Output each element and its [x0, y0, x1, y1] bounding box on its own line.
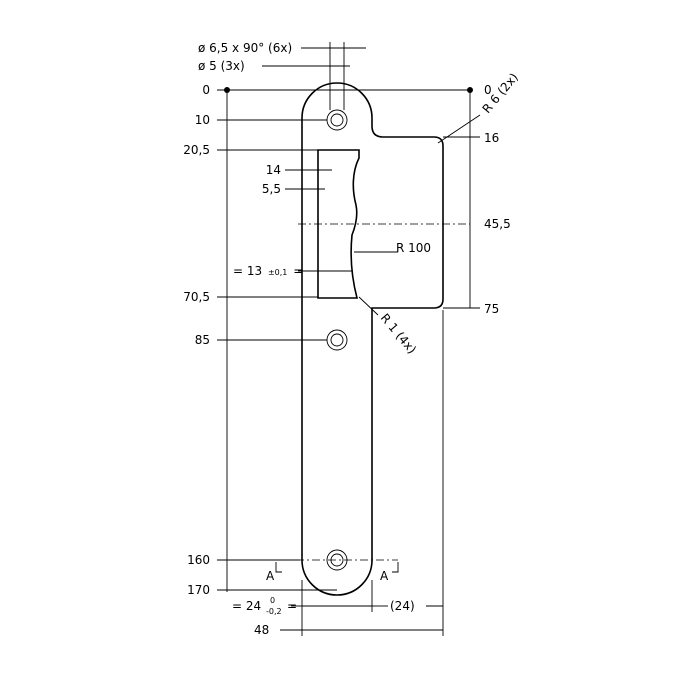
right-dimension-lines: [443, 90, 480, 309]
inner-dimension-lines: [285, 169, 352, 272]
dim-24-tolerance: = 24: [232, 599, 261, 613]
dim-13-tolerance: = 13 ±0,1 =: [233, 264, 303, 278]
left-dimension-lines: [217, 89, 470, 592]
dim-170: 170: [187, 583, 210, 597]
dim-14: 14: [266, 163, 281, 177]
section-mark-left: A: [266, 569, 275, 583]
dim-13-suffix: =: [293, 264, 303, 278]
screw-hole-top: [326, 109, 348, 131]
strike-plate-outline: [301, 82, 444, 596]
countersink-note: ø 6,5 x 90° (6x): [198, 41, 292, 55]
bottom-dimension-lines: [280, 310, 444, 636]
dim-5-5: 5,5: [262, 182, 281, 196]
dim-24-suffix: =: [287, 599, 297, 613]
radius-leaders: [354, 114, 481, 316]
dim-48: 48: [254, 623, 269, 637]
section-mark-right: A: [380, 569, 389, 583]
section-mark-lines: [275, 562, 399, 573]
dim-85: 85: [195, 333, 210, 347]
dim-13-prefix: = 13: [233, 264, 262, 278]
dim-24-tol-upper: 0: [270, 596, 275, 605]
dim-0-left: 0: [202, 83, 210, 97]
dim-13-tol: ±0,1: [268, 268, 287, 277]
dim-160: 160: [187, 553, 210, 567]
dim-24-prefix: = 24: [232, 599, 261, 613]
dim-45-5: 45,5: [484, 217, 511, 231]
screw-hole-middle: [326, 329, 348, 351]
latch-cutout: [317, 149, 360, 299]
dim-16: 16: [484, 131, 499, 145]
datum-point-left: [224, 87, 230, 93]
bore-note: ø 5 (3x): [198, 59, 245, 73]
radius-r100: R 100: [396, 241, 431, 255]
dim-75: 75: [484, 302, 499, 316]
dim-20-5: 20,5: [183, 143, 210, 157]
radius-r1: R 1 (4x): [378, 311, 419, 357]
dim-24-tol-lower: -0,2: [266, 607, 282, 616]
dim-24-reference: (24): [390, 599, 415, 613]
dim-0-right: 0: [484, 83, 492, 97]
dim-10: 10: [195, 113, 210, 127]
hole-callout-lines: [262, 42, 366, 110]
dim-70-5: 70,5: [183, 290, 210, 304]
